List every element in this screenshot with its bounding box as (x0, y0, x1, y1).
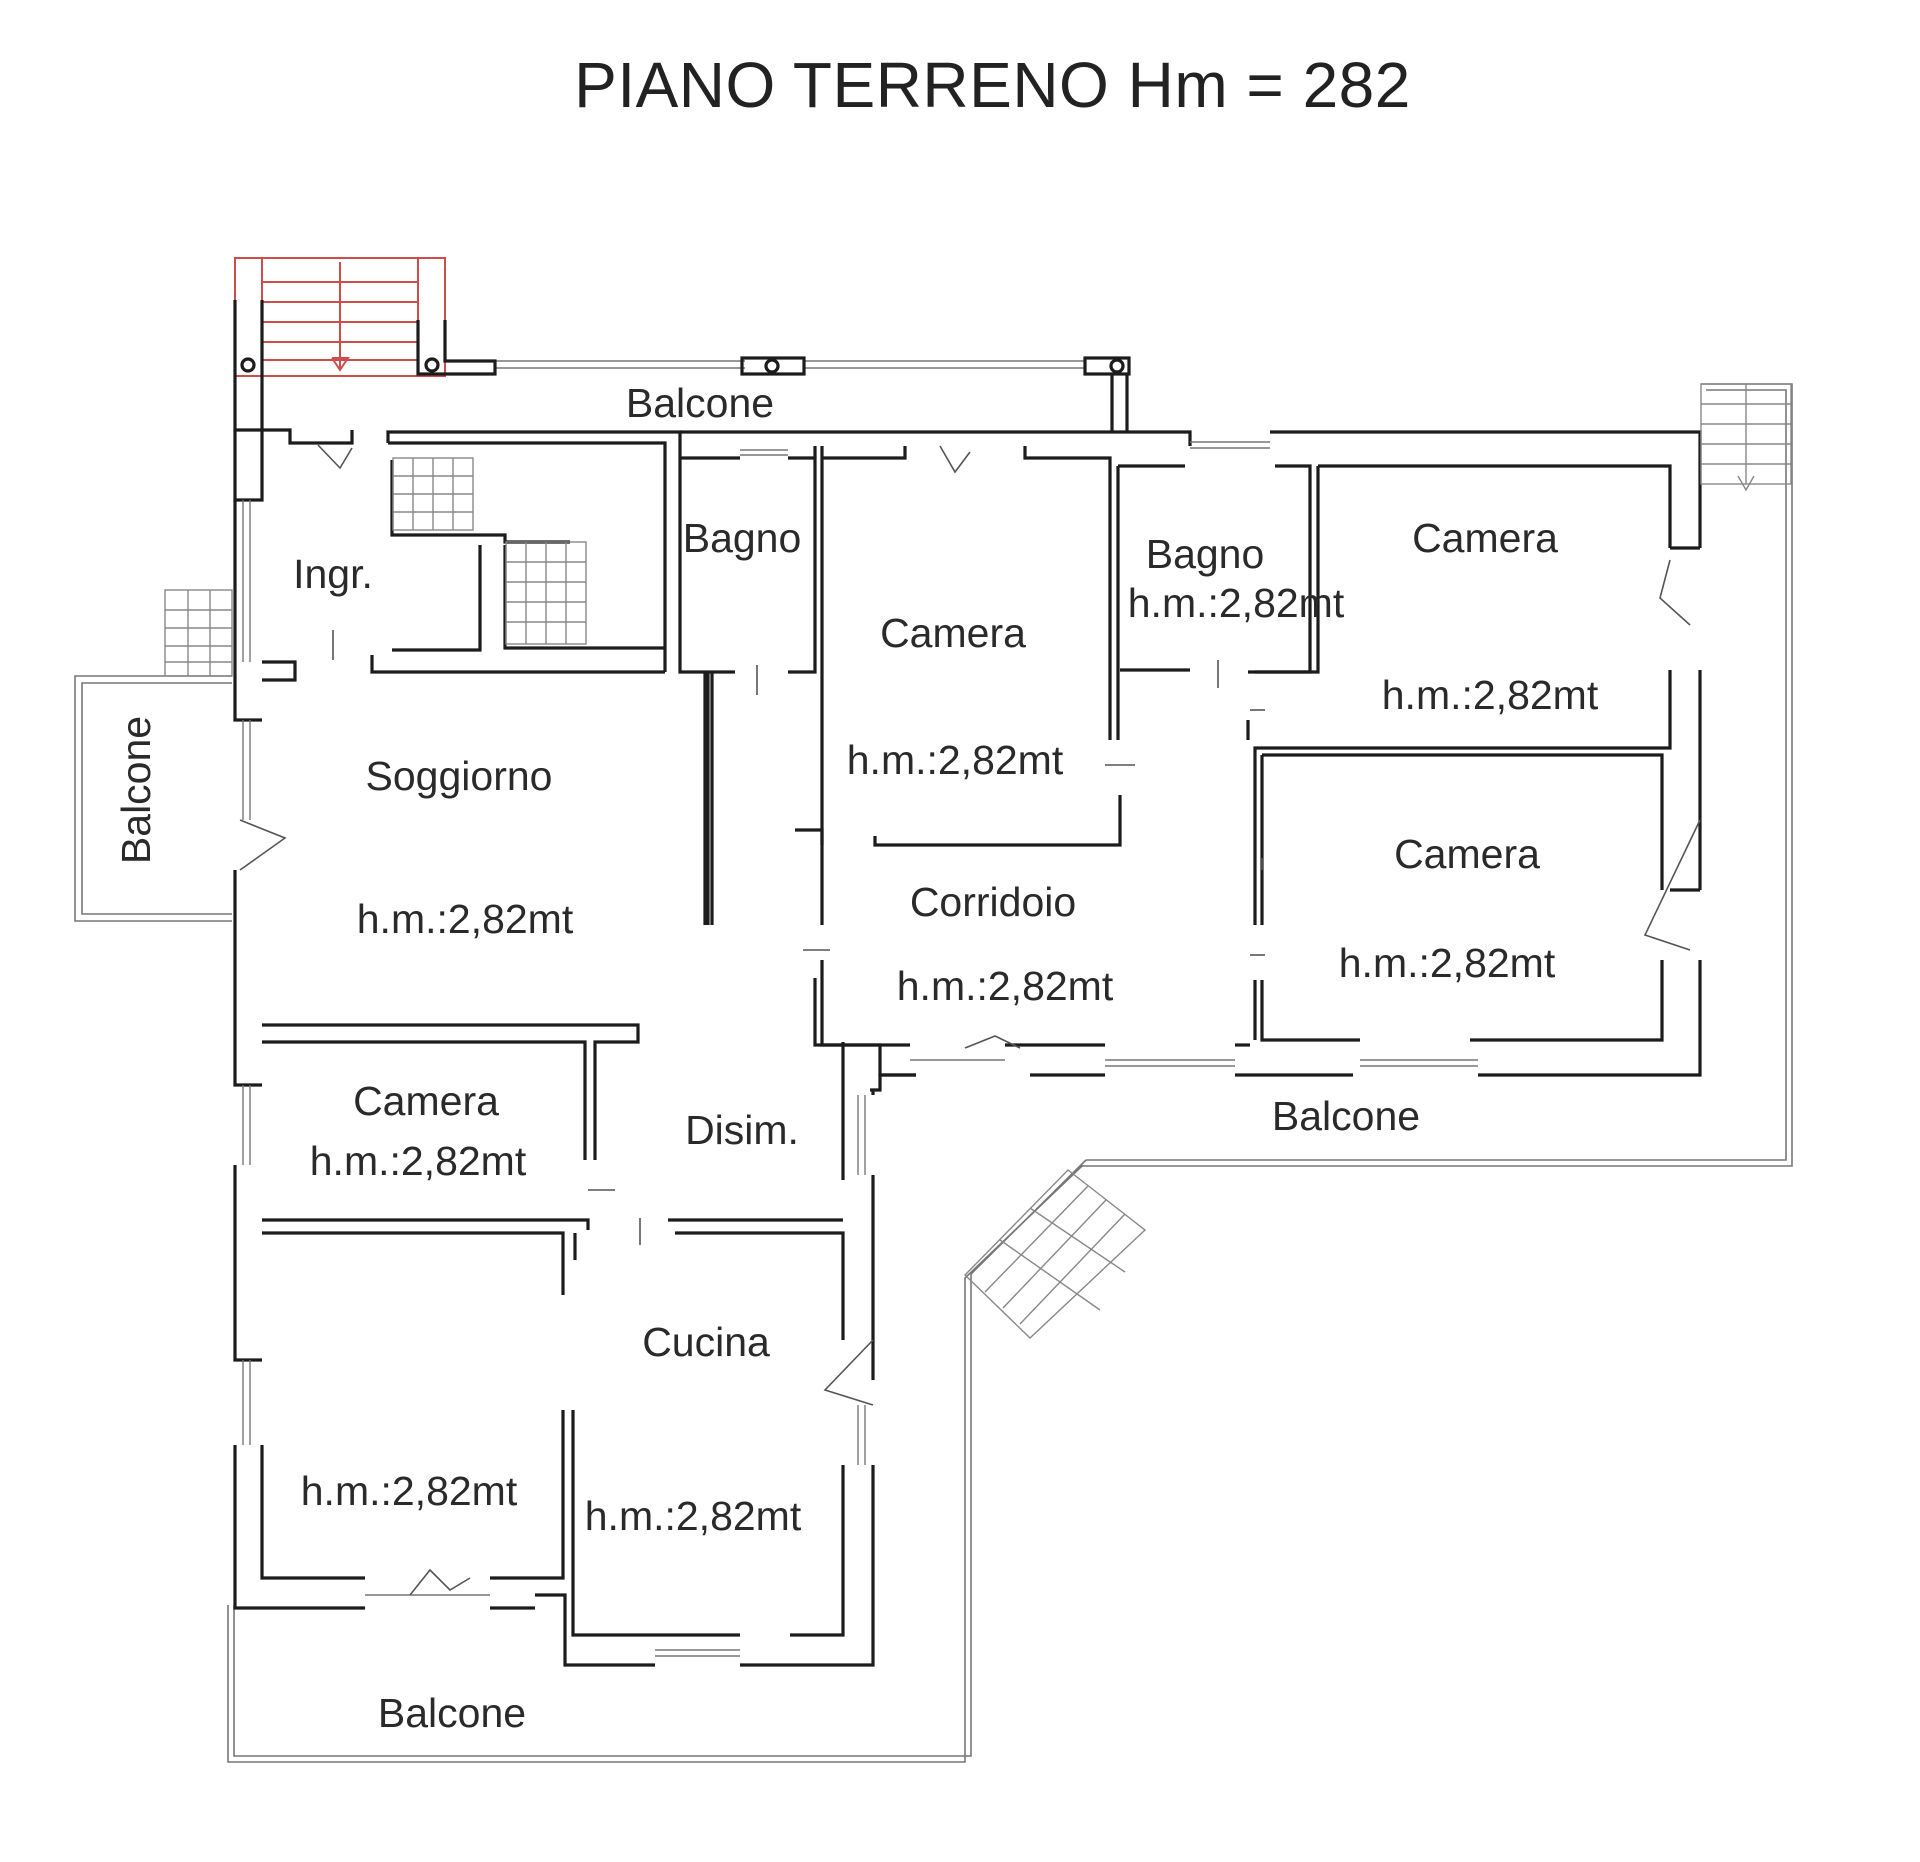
camera2-height: h.m.:2,82mt (1382, 672, 1599, 718)
soggiorno-label: Soggiorno (366, 753, 553, 799)
right-stair-icon (1700, 383, 1792, 492)
doors (239, 444, 1701, 1596)
balcony-top-label: Balcone (626, 380, 774, 426)
page-title: PIANO TERRENO Hm = 282 (574, 49, 1411, 121)
interior-walls (260, 441, 1672, 1637)
camera3-label: Camera (1394, 831, 1540, 877)
camera1-height: h.m.:2,82mt (847, 737, 1064, 783)
balcony-right-label: Balcone (1272, 1093, 1420, 1139)
cucina-height-left: h.m.:2,82mt (301, 1468, 518, 1514)
disimpegno-label: Disim. (685, 1107, 799, 1153)
cucina-height-right: h.m.:2,82mt (585, 1493, 802, 1539)
camera2-label: Camera (1412, 515, 1558, 561)
left-stair-icon (164, 589, 233, 677)
corridoio-height: h.m.:2,82mt (897, 963, 1114, 1009)
bagno2-height: h.m.:2,82mt (1128, 580, 1345, 626)
balcony-bottom-label: Balcone (378, 1690, 526, 1736)
camera1-label: Camera (880, 610, 1026, 656)
corridoio-label: Corridoio (910, 879, 1076, 925)
bagno2-label: Bagno (1146, 531, 1265, 577)
camera4-label: Camera (353, 1078, 499, 1124)
windows (242, 441, 1478, 1657)
entrance-stair-icon (234, 257, 446, 377)
balcony-left-label: Balcone (113, 716, 159, 864)
bagno1-label: Bagno (683, 515, 802, 561)
interior-stair-icon (392, 457, 587, 645)
cucina-label: Cucina (642, 1319, 770, 1365)
room-labels: Balcone Ingr. Bagno Camera h.m.:2,82mt B… (113, 380, 1599, 1736)
exterior-walls (233, 300, 1702, 1667)
ingresso-label: Ingr. (293, 551, 373, 597)
soggiorno-height: h.m.:2,82mt (357, 896, 574, 942)
camera4-height: h.m.:2,82mt (310, 1138, 527, 1184)
diagonal-stair-icon (964, 1169, 1147, 1339)
camera3-height: h.m.:2,82mt (1339, 940, 1556, 986)
